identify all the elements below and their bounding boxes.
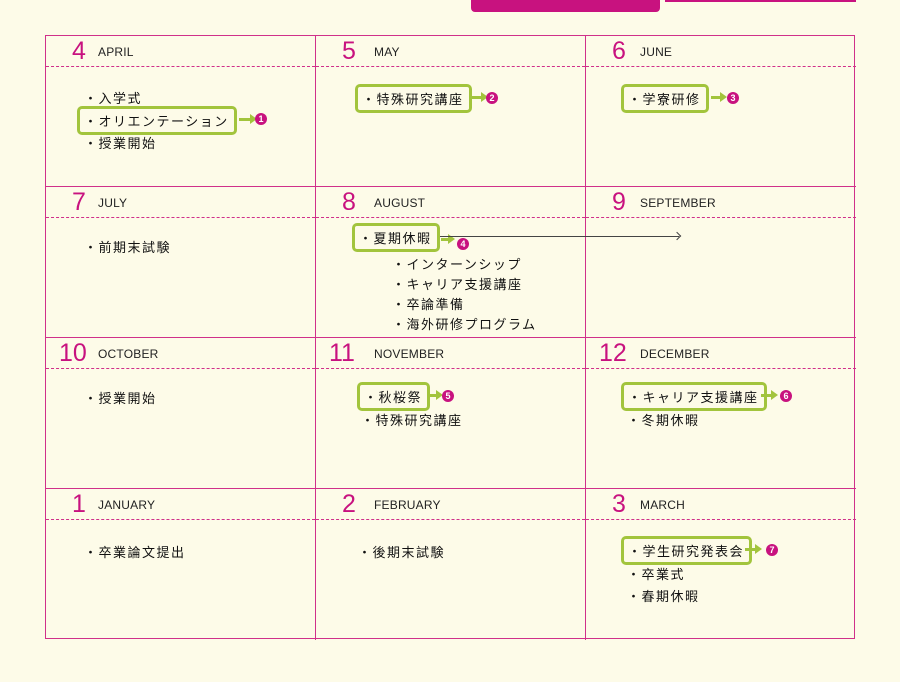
month-number: 2 bbox=[342, 490, 356, 518]
month-name: OCTOBER bbox=[98, 347, 159, 361]
month-cell-february: 2 FEBRUARY ・後期末試験 bbox=[316, 489, 586, 640]
month-number: 1 bbox=[72, 490, 86, 518]
month-header: 3 MARCH bbox=[586, 489, 856, 520]
month-cell-november: 11 NOVEMBER ・秋桜祭 5 ・特殊研究講座 bbox=[316, 338, 586, 489]
event-item: ・授業開始 bbox=[84, 392, 157, 407]
badge-3: 3 bbox=[727, 92, 739, 104]
month-name: APRIL bbox=[98, 45, 134, 59]
arrow-icon bbox=[761, 390, 778, 400]
month-header: 10 OCTOBER bbox=[46, 338, 315, 369]
event-item: ・特殊研究講座 bbox=[361, 414, 463, 429]
month-cell-may: 5 MAY ・特殊研究講座 2 bbox=[316, 36, 586, 187]
event-item: ・授業開始 bbox=[84, 137, 157, 152]
month-cell-june: 6 JUNE ・学寮研修 3 bbox=[586, 36, 856, 187]
month-cell-march: 3 MARCH ・学生研究発表会 7 ・卒業式 ・春期休暇 bbox=[586, 489, 856, 640]
month-number: 12 bbox=[599, 339, 627, 367]
month-header: 1 JANUARY bbox=[46, 489, 315, 520]
month-name: JULY bbox=[98, 196, 128, 210]
event-item: ・卒業論文提出 bbox=[84, 546, 186, 561]
month-cell-april: 4 APRIL ・入学式 ・オリエンテーション 1 ・授業開始 bbox=[46, 36, 316, 187]
event-item: ・春期休暇 bbox=[627, 590, 700, 605]
event-item: ・海外研修プログラム bbox=[392, 318, 537, 333]
month-header: 12 DECEMBER bbox=[586, 338, 856, 369]
month-cell-september: 9 SEPTEMBER bbox=[586, 187, 856, 338]
arrow-icon bbox=[745, 544, 762, 554]
event-item: ・前期末試験 bbox=[84, 241, 172, 256]
event-item: ・卒論準備 bbox=[392, 298, 465, 313]
arrow-icon bbox=[711, 92, 727, 102]
month-cell-december: 12 DECEMBER ・キャリア支援講座 6 ・冬期休暇 bbox=[586, 338, 856, 489]
month-header: 8 AUGUST bbox=[316, 187, 585, 218]
month-cell-october: 10 OCTOBER ・授業開始 bbox=[46, 338, 316, 489]
month-number: 11 bbox=[329, 339, 355, 367]
month-header: 9 SEPTEMBER bbox=[586, 187, 856, 218]
long-arrow-icon bbox=[436, 236, 679, 237]
month-cell-august: 8 AUGUST ・夏期休暇 4 ・インターンシップ ・キャリア支援講座 ・卒論… bbox=[316, 187, 679, 338]
month-name: NOVEMBER bbox=[374, 347, 445, 361]
event-item: ・後期末試験 bbox=[358, 546, 446, 561]
event-item-highlighted: ・夏期休暇 bbox=[352, 223, 440, 252]
badge-6: 6 bbox=[780, 390, 792, 402]
arrow-icon bbox=[441, 234, 455, 244]
event-item: ・入学式 bbox=[84, 92, 143, 107]
month-cell-january: 1 JANUARY ・卒業論文提出 bbox=[46, 489, 316, 640]
month-header: 4 APRIL bbox=[46, 36, 315, 67]
event-item-highlighted: ・特殊研究講座 bbox=[355, 84, 472, 113]
month-header: 6 JUNE bbox=[586, 36, 856, 67]
arrow-icon bbox=[472, 92, 488, 102]
month-name: MARCH bbox=[640, 498, 685, 512]
month-number: 7 bbox=[72, 188, 86, 216]
badge-7: 7 bbox=[766, 544, 778, 556]
month-number: 6 bbox=[612, 37, 626, 65]
arrow-icon bbox=[427, 390, 443, 400]
month-name: FEBRUARY bbox=[374, 498, 441, 512]
header-rule bbox=[665, 0, 856, 2]
month-number: 9 bbox=[612, 188, 626, 216]
month-number: 4 bbox=[72, 37, 86, 65]
month-cell-july: 7 JULY ・前期末試験 bbox=[46, 187, 316, 338]
month-header: 7 JULY bbox=[46, 187, 315, 218]
month-header: 2 FEBRUARY bbox=[316, 489, 585, 520]
month-header: 11 NOVEMBER bbox=[316, 338, 585, 369]
badge-5: 5 bbox=[442, 390, 454, 402]
badge-4: 4 bbox=[457, 238, 469, 250]
month-number: 10 bbox=[59, 339, 87, 367]
event-item-highlighted: ・オリエンテーション bbox=[77, 106, 237, 135]
month-number: 5 bbox=[342, 37, 356, 65]
month-name: MAY bbox=[374, 45, 400, 59]
month-name: JANUARY bbox=[98, 498, 156, 512]
event-item: ・冬期休暇 bbox=[627, 414, 700, 429]
event-item-highlighted: ・秋桜祭 bbox=[357, 382, 431, 411]
academic-calendar-grid: 4 APRIL ・入学式 ・オリエンテーション 1 ・授業開始 5 MAY ・特… bbox=[45, 35, 856, 640]
arrow-icon bbox=[239, 114, 257, 124]
month-name: SEPTEMBER bbox=[640, 196, 716, 210]
event-item-highlighted: ・学生研究発表会 bbox=[621, 536, 753, 565]
badge-1: 1 bbox=[255, 113, 267, 125]
month-number: 3 bbox=[612, 490, 626, 518]
event-item: ・キャリア支援講座 bbox=[392, 278, 523, 293]
event-item-highlighted: ・学寮研修 bbox=[621, 84, 709, 113]
month-name: AUGUST bbox=[374, 196, 426, 210]
badge-2: 2 bbox=[486, 92, 498, 104]
month-name: DECEMBER bbox=[640, 347, 710, 361]
header-tab bbox=[471, 0, 660, 12]
event-item-highlighted: ・キャリア支援講座 bbox=[621, 382, 767, 411]
month-header: 5 MAY bbox=[316, 36, 585, 67]
event-item: ・インターンシップ bbox=[392, 258, 522, 273]
month-number: 8 bbox=[342, 188, 356, 216]
month-name: JUNE bbox=[640, 45, 673, 59]
event-item: ・卒業式 bbox=[627, 568, 686, 583]
